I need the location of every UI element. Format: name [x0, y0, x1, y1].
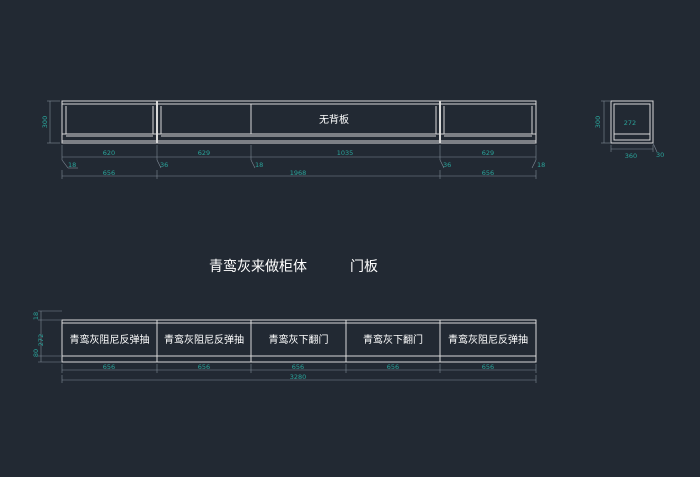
top-height-dim-text: 300: [41, 116, 49, 128]
door-panel-label: 青鸾灰阻尼反弹抽: [448, 333, 528, 346]
door-width-dim-text: 656: [387, 363, 399, 371]
thickness-marks: 18 36 18 36 18: [61, 159, 545, 169]
thickness-dim-text: 18: [537, 161, 545, 169]
outer-width-dim-text: 1968: [290, 169, 307, 177]
door-height-dim-text: 80: [32, 349, 40, 357]
door-total-width-dim-text: 3280: [290, 373, 307, 381]
side-inner-dim-text: 272: [624, 119, 636, 127]
side-height-dim-text: 300: [594, 116, 602, 128]
door-width-dimensions: 656 656 656 656 656 3280: [61, 363, 537, 383]
title-main: 青鸾灰来做柜体: [209, 258, 307, 275]
no-back-panel-label: 无背板: [319, 113, 349, 126]
outer-width-dim-text: 656: [103, 169, 115, 177]
inner-width-dim-text: 629: [482, 149, 494, 157]
thickness-dim-text: 18: [255, 161, 263, 169]
door-height-dim-text: 18: [32, 312, 40, 320]
inner-width-dim-text: 1035: [337, 149, 354, 157]
inner-width-dim-text: 620: [103, 149, 115, 157]
door-width-dim-text: 656: [292, 363, 304, 371]
title-sub: 门板: [350, 259, 378, 275]
inner-width-dim-text: 629: [198, 149, 210, 157]
door-panel-label: 青鸾灰阻尼反弹抽: [164, 333, 244, 346]
cabinet-elevation: 无背板: [61, 100, 537, 144]
outer-width-dim-text: 656: [482, 169, 494, 177]
thickness-dim-text: 18: [68, 161, 76, 169]
door-width-dim-text: 656: [103, 363, 115, 371]
door-panel-label: 青鸾灰阻尼反弹抽: [70, 333, 150, 346]
door-elevation: 青鸾灰阻尼反弹抽 青鸾灰阻尼反弹抽 青鸾灰下翻门 青鸾灰下翻门 青鸾灰阻尼反弹抽: [61, 319, 537, 363]
cabinet-side-view: 300 272 360 30: [594, 100, 664, 160]
outer-width-dimensions: 656 1968 656: [61, 169, 537, 179]
door-width-dim-text: 656: [198, 363, 210, 371]
drawing-title: 青鸾灰来做柜体 门板: [209, 258, 378, 275]
thickness-dim-text: 36: [443, 161, 451, 169]
door-width-dim-text: 656: [482, 363, 494, 371]
door-panel-label: 青鸾灰下翻门: [363, 333, 423, 346]
door-panel-label: 青鸾灰下翻门: [269, 333, 329, 346]
side-width-dim-text: 360: [625, 152, 637, 160]
side-depth-dim-text: 30: [656, 151, 664, 159]
top-height-dimension: 300: [41, 100, 60, 144]
inner-width-dimensions: 620 629 1035 629: [61, 145, 537, 160]
door-height-dim-text: 272: [37, 334, 45, 346]
door-height-dimensions: 18 272 80: [32, 310, 62, 363]
thickness-dim-text: 36: [160, 161, 168, 169]
